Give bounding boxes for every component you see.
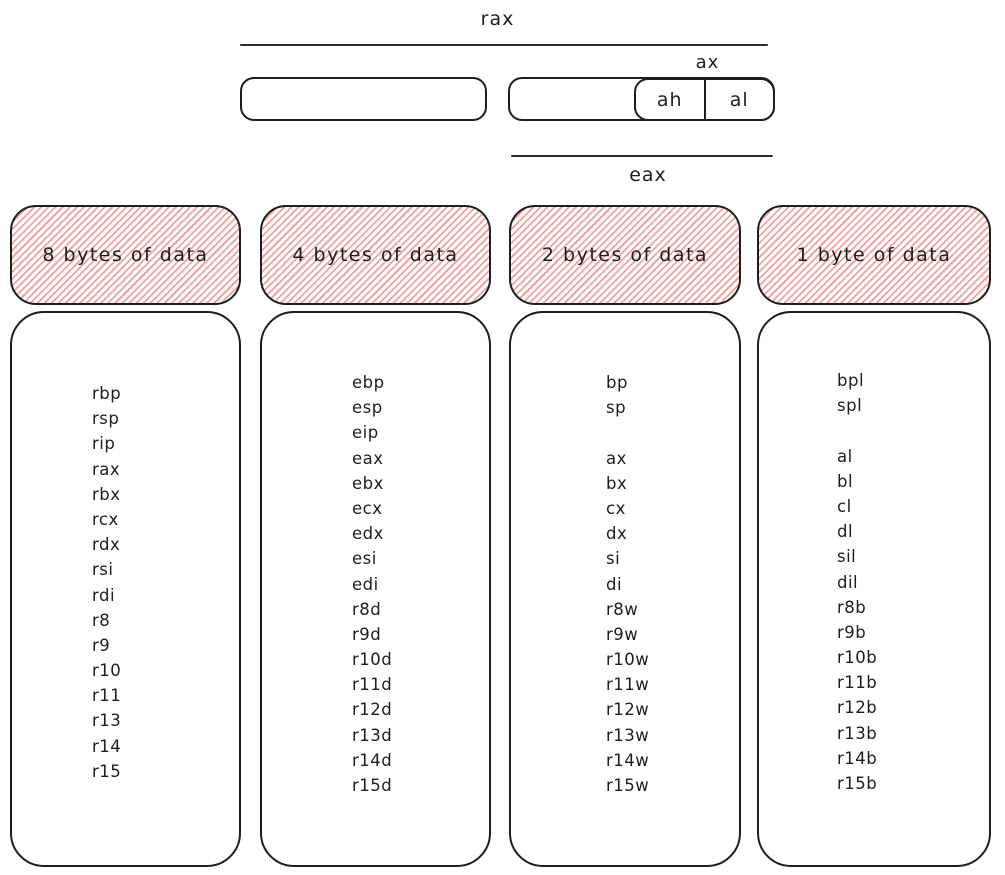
register-name: r15d (352, 776, 393, 795)
register-name: cl (837, 496, 852, 516)
register-name: bl (837, 471, 854, 491)
register-name: r8 (92, 610, 111, 630)
ah-cell: ah (636, 80, 706, 119)
register-name: r13 (92, 711, 122, 731)
register-name: rcx (92, 509, 119, 529)
eax-label: eax (629, 164, 667, 186)
register-name: ecx (352, 498, 383, 518)
al-label: al (729, 88, 749, 111)
header-8-bytes: 8 bytes of data (10, 205, 241, 305)
ax-label: ax (695, 52, 720, 73)
register-name: r9b (837, 622, 867, 642)
register-name: al (837, 446, 853, 466)
eax-span-line (511, 155, 773, 157)
register-name: r10w (606, 650, 650, 670)
rax-upper-half-box (240, 77, 487, 121)
register-name: r15 (92, 761, 122, 781)
register-list-8-bytes: rbp rsp rip rax rbx rcx rdx rsi rdi r8 r9 r10 r11 r13… (12, 381, 239, 784)
register-name: r11w (606, 675, 650, 695)
register-name: rsp (92, 409, 120, 429)
register-name: r10 (92, 661, 122, 681)
register-name: ax (606, 448, 627, 468)
header-1-byte-label: 1 byte of data (796, 244, 952, 266)
header-1-byte: 1 byte of data (757, 205, 991, 305)
register-name: dl (837, 522, 854, 542)
register-name: r12d (352, 700, 393, 720)
register-name (606, 420, 739, 445)
register-name: r14d (352, 750, 393, 770)
header-2-bytes-label: 2 bytes of data (541, 244, 709, 266)
register-name: ebx (352, 473, 384, 493)
register-name: r8d (352, 599, 382, 619)
register-name: esi (352, 549, 377, 569)
register-name: rax (92, 459, 121, 479)
register-name: r10b (837, 648, 878, 668)
column-8-bytes: rbp rsp rip rax rbx rcx rdx rsi rdi r8 r9 r10 r11 r13… (10, 311, 241, 867)
ah-label: ah (656, 88, 683, 111)
register-name: r12w (606, 700, 650, 720)
register-name: r11d (352, 675, 393, 695)
register-name: edx (352, 524, 384, 544)
register-name: r14 (92, 736, 122, 756)
register-name: sil (837, 547, 857, 567)
column-2-bytes: bp sp ax bx cx dx si di r8w r9w r10w r11w r12w r13w r… (509, 311, 741, 867)
column-4-bytes: ebp esp eip eax ebx ecx edx esi edi r8d r9d r10d r11… (260, 311, 491, 867)
register-name: dil (837, 572, 859, 592)
header-4-bytes-label: 4 bytes of data (292, 244, 459, 266)
register-name: bpl (837, 371, 865, 390)
register-name: di (606, 574, 623, 594)
register-name: r12b (837, 698, 878, 718)
register-name: sp (606, 398, 627, 418)
register-name (837, 418, 989, 443)
register-name: rdx (92, 535, 121, 555)
register-name: spl (837, 396, 863, 416)
register-name: rsi (92, 560, 114, 580)
register-name: r14w (606, 750, 650, 770)
register-name: si (606, 549, 621, 569)
register-name: edi (352, 574, 379, 594)
al-cell: al (706, 80, 774, 119)
register-name: dx (606, 524, 628, 544)
register-name: rdi (92, 585, 116, 605)
register-name: rip (92, 434, 116, 454)
header-8-bytes-label: 8 bytes of data (42, 244, 209, 266)
register-name: r13b (837, 723, 878, 743)
column-1-byte: bpl spl al bl cl dl sil dil r8b r9b r10b r11b r12b r… (757, 311, 991, 867)
register-name: bx (606, 473, 628, 493)
register-name: rbx (92, 484, 121, 504)
register-name: r8w (606, 599, 639, 619)
header-2-bytes: 2 bytes of data (509, 205, 741, 305)
register-name: r15b (837, 774, 878, 793)
register-name: r8b (837, 597, 867, 617)
register-name: r10d (352, 650, 393, 670)
register-list-4-bytes: ebp esp eip eax ebx ecx edx esi edi r8d r9d r10d r11… (262, 370, 489, 798)
register-name: r9w (606, 624, 639, 644)
register-name: rbp (92, 384, 122, 403)
ax-box: ah al (634, 78, 775, 121)
register-name: eax (352, 448, 384, 468)
register-name: r11b (837, 673, 878, 693)
register-list-2-bytes: bp sp ax bx cx dx si di r8w r9w r10w r11w r12w r13w r… (511, 370, 739, 798)
register-name: r13w (606, 725, 650, 745)
register-name: eip (352, 423, 379, 443)
register-name: ebp (352, 373, 385, 392)
register-name: esp (352, 398, 383, 418)
register-name: r9 (92, 635, 111, 655)
register-name: bp (606, 373, 628, 392)
rax-span-line (240, 44, 768, 46)
register-name: r15w (606, 776, 650, 795)
rax-label: rax (480, 8, 515, 30)
register-name: r13d (352, 725, 393, 745)
register-name: r11 (92, 686, 122, 706)
register-name: r9d (352, 624, 382, 644)
register-name: cx (606, 498, 626, 518)
header-4-bytes: 4 bytes of data (260, 205, 491, 305)
register-name: r14b (837, 748, 878, 768)
register-list-1-byte: bpl spl al bl cl dl sil dil r8b r9b r10b r11b r12b r… (759, 368, 989, 796)
